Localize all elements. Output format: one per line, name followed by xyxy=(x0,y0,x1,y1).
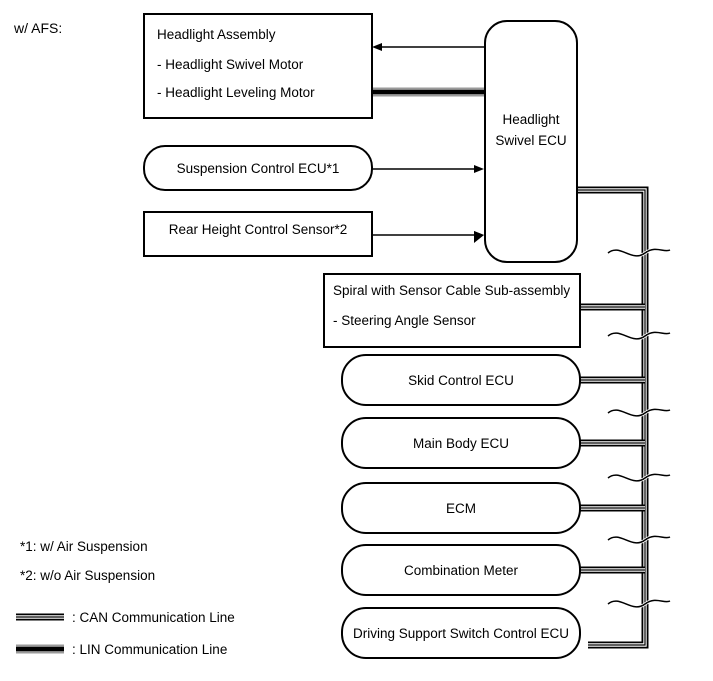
node-label-headlight-swivel-ecu-line2: Swivel ECU xyxy=(495,133,566,148)
node-label-spiral-line2: - Steering Angle Sensor xyxy=(333,313,476,328)
node-headlight-swivel-ecu[interactable]: Headlight Swivel ECU xyxy=(484,20,578,263)
node-label-main-body-ecu: Main Body ECU xyxy=(413,436,509,451)
footnote-2: *2: w/o Air Suspension xyxy=(20,568,155,583)
node-label-spiral-line1: Spiral with Sensor Cable Sub-assembly xyxy=(333,283,570,298)
node-label-skid-control-ecu: Skid Control ECU xyxy=(408,373,514,388)
cable-break-symbol-5 xyxy=(606,534,671,545)
footnote-1: *1: w/ Air Suspension xyxy=(20,539,148,554)
node-label-ecm: ECM xyxy=(446,501,476,516)
cable-break-symbol-4 xyxy=(606,472,671,483)
node-main-body-ecu[interactable]: Main Body ECU xyxy=(341,417,581,469)
arrow-rear-height-sensor-to-swivel-ecu xyxy=(372,231,484,243)
node-combination-meter[interactable]: Combination Meter xyxy=(341,544,581,596)
node-label-headlight-assembly-line1: Headlight Assembly xyxy=(157,27,276,42)
node-label-headlight-swivel-ecu-line1: Headlight xyxy=(502,112,559,127)
node-ecm[interactable]: ECM xyxy=(341,482,581,534)
node-headlight-assembly[interactable]: Headlight Assembly - Headlight Swivel Mo… xyxy=(143,13,373,119)
cable-break-symbol-2 xyxy=(606,330,671,341)
node-suspension-control-ecu[interactable]: Suspension Control ECU*1 xyxy=(143,145,373,191)
legend-lin-row: : LIN Communication Line xyxy=(16,642,227,657)
node-label-headlight-assembly-line3: - Headlight Leveling Motor xyxy=(157,85,315,100)
cable-break-symbol-1 xyxy=(606,247,671,258)
legend-can-row: : CAN Communication Line xyxy=(16,610,235,625)
node-skid-control-ecu[interactable]: Skid Control ECU xyxy=(341,354,581,406)
node-label-combination-meter: Combination Meter xyxy=(404,563,519,578)
node-driving-support-switch-control-ecu[interactable]: Driving Support Switch Control ECU xyxy=(341,607,581,659)
node-label-rear-height-control-sensor: Rear Height Control Sensor*2 xyxy=(169,222,348,237)
node-label-headlight-assembly-line2: - Headlight Swivel Motor xyxy=(157,57,304,72)
arrow-suspension-ecu-to-swivel-ecu xyxy=(360,165,484,173)
cable-break-symbol-3 xyxy=(606,407,671,418)
legend-label-can: : CAN Communication Line xyxy=(72,610,235,625)
page-title: w/ AFS: xyxy=(13,20,62,36)
can-bus-trunk xyxy=(577,186,649,649)
cable-break-symbol-6 xyxy=(606,598,671,609)
arrow-swivel-ecu-to-headlight-assembly xyxy=(372,43,487,51)
node-label-driving-support-switch-control-ecu: Driving Support Switch Control ECU xyxy=(353,626,569,641)
legend-label-lin: : LIN Communication Line xyxy=(72,642,227,657)
node-spiral-with-sensor-cable[interactable]: Spiral with Sensor Cable Sub-assembly - … xyxy=(323,273,581,348)
node-rear-height-control-sensor[interactable]: Rear Height Control Sensor*2 xyxy=(143,211,373,257)
node-label-suspension-control-ecu: Suspension Control ECU*1 xyxy=(177,161,340,176)
